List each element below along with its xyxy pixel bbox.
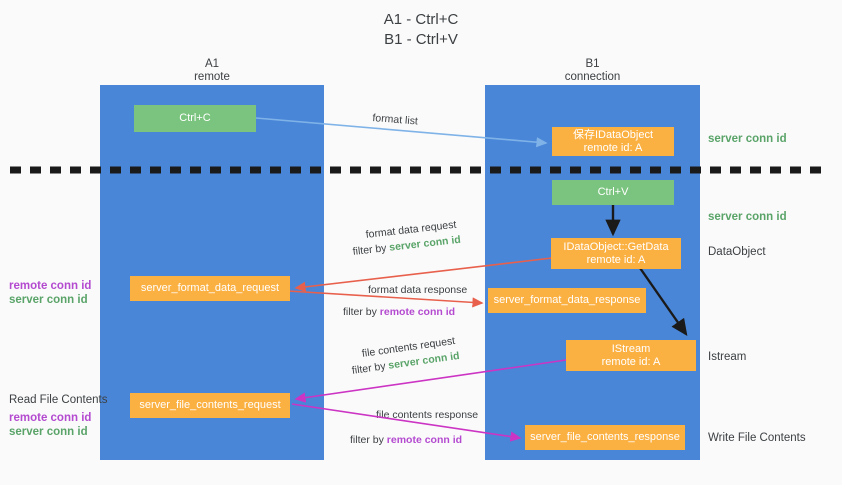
box-idataobject-getdata[interactable]: IDataObject::GetData remote id: A — [551, 238, 681, 269]
box-getdata-remote-id: remote id: A — [586, 253, 646, 266]
edge-label-format-list: format list — [372, 111, 418, 129]
label-conn-pair-bottom: remote conn id server conn id — [9, 411, 91, 439]
box-server-file-contents-request-label: server_file_contents_request — [139, 399, 281, 411]
box-save-idataobject-title: 保存IDataObject — [572, 128, 654, 141]
edge-label-file-contents-response-text: file contents response — [376, 409, 479, 421]
edge-filter-prefix-4: filter by — [350, 434, 387, 446]
box-ctrl-c-label: Ctrl+C — [179, 112, 211, 124]
box-getdata-title: IDataObject::GetData — [563, 240, 669, 253]
column-header-b1-subtitle: connection — [564, 71, 621, 83]
edge-label-format-data-response: format data response — [368, 283, 467, 297]
label-write-file-contents: Write File Contents — [708, 432, 806, 444]
edge-label-format-list-text: format list — [371, 111, 419, 128]
label-server-conn-id-left-1: server conn id — [9, 294, 88, 306]
box-ctrl-v-label: Ctrl+V — [597, 186, 629, 198]
edge-filter-file-contents-response: filter by remote conn id — [350, 433, 462, 447]
label-server-conn-id-left-2: server conn id — [9, 426, 88, 438]
label-remote-conn-id-left-2: remote conn id — [9, 412, 92, 424]
label-server-conn-id-right-2: server conn id — [708, 211, 787, 223]
edge-label-format-data-response-text: format data response — [368, 284, 468, 296]
box-server-file-contents-response[interactable]: server_file_contents_response — [525, 425, 685, 450]
box-ctrl-c[interactable]: Ctrl+C — [134, 105, 256, 132]
title-line-1: A1 - Ctrl+C — [383, 11, 459, 28]
box-save-idataobject-remote-id: remote id: A — [583, 141, 643, 154]
edge-label-file-contents-response: file contents response — [376, 408, 478, 422]
box-server-file-contents-request[interactable]: server_file_contents_request — [130, 393, 290, 418]
edge-filter-prefix-3: filter by — [351, 359, 390, 377]
page-title: A1 - Ctrl+C B1 - Ctrl+V — [0, 10, 842, 50]
column-header-b1: B1 connection — [485, 58, 700, 84]
label-remote-conn-id-left-1: remote conn id — [9, 280, 92, 292]
edge-filter-format-data-response: filter by remote conn id — [343, 305, 455, 319]
box-server-format-data-request[interactable]: server_format_data_request — [130, 276, 290, 301]
box-istream[interactable]: IStream remote id: A — [566, 340, 696, 371]
edge-filter-key-4: remote conn id — [386, 434, 463, 446]
label-server-conn-id-right-1: server conn id — [708, 133, 787, 145]
title-line-2: B1 - Ctrl+V — [384, 31, 458, 48]
edge-filter-prefix-1: filter by — [352, 241, 391, 258]
label-istream: Istream — [708, 351, 747, 363]
edge-filter-prefix-2: filter by — [343, 306, 380, 318]
box-server-file-contents-response-label: server_file_contents_response — [530, 431, 680, 443]
label-read-file-contents: Read File Contents — [9, 394, 108, 406]
label-conn-pair-top: remote conn id server conn id — [9, 279, 91, 307]
column-header-a1-subtitle: remote — [194, 71, 230, 83]
box-istream-remote-id: remote id: A — [601, 355, 661, 368]
box-server-format-data-response[interactable]: server_format_data_response — [488, 288, 646, 313]
box-ctrl-v[interactable]: Ctrl+V — [552, 180, 674, 205]
column-header-a1: A1 remote — [100, 58, 324, 84]
box-istream-title: IStream — [611, 342, 651, 355]
label-dataobject: DataObject — [708, 246, 766, 258]
box-server-format-data-response-label: server_format_data_response — [493, 294, 641, 306]
column-header-b1-name: B1 — [585, 58, 600, 70]
column-header-a1-name: A1 — [204, 58, 220, 70]
box-save-idataobject[interactable]: 保存IDataObject remote id: A — [552, 127, 674, 156]
edge-filter-key-2: remote conn id — [379, 306, 456, 318]
box-server-format-data-request-label: server_format_data_request — [140, 282, 280, 294]
